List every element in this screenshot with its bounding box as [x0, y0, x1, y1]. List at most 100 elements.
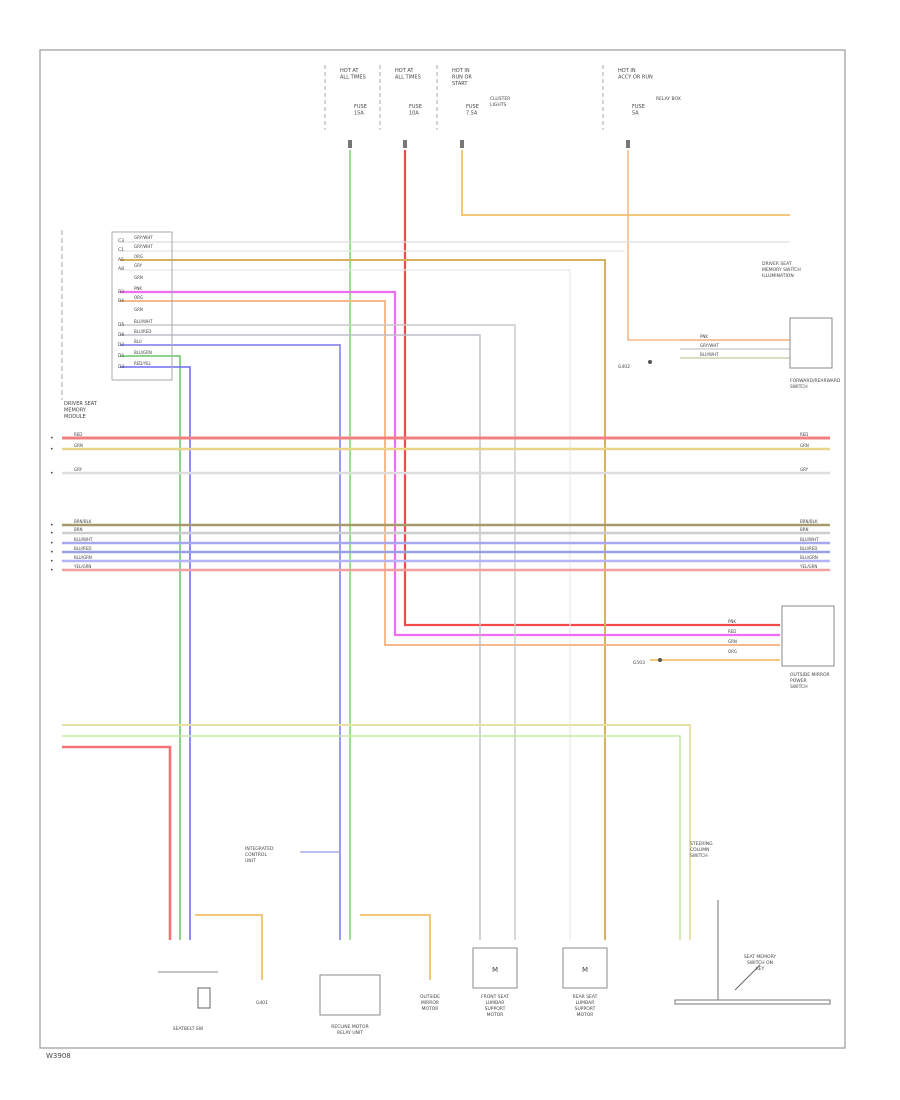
comp-mirror-switch-label: SWITCH — [790, 684, 808, 690]
bus-label-right: GRY — [800, 467, 809, 472]
comp-mirror-switch-label: POWER — [790, 678, 807, 684]
wire-blu-red — [120, 334, 481, 940]
module-pin-B3: B3 — [118, 289, 124, 295]
bus-label-right: BLU/RED — [800, 546, 817, 551]
wire-gry-blk — [62, 735, 681, 940]
bus-label-right: YEL/GRN — [799, 564, 817, 569]
module-wire-color: BLU/WHT — [134, 319, 153, 324]
bus-terminal-left: • — [50, 522, 54, 529]
module-wire-color: GRY/WHT — [134, 244, 153, 249]
source-label-hot4: HOT IN — [618, 68, 636, 74]
bus-label-right: BLU/WHT — [800, 537, 819, 542]
module-wire-color: GRY — [134, 263, 143, 268]
comp-lumbar2-label: SUPPORT — [575, 1006, 596, 1012]
module-pin-D6: D6 — [118, 332, 124, 338]
ground-symbol — [658, 658, 662, 662]
source-note-hot3: LIGHTS — [490, 102, 506, 108]
source-note-hot3: CLUSTER — [490, 96, 510, 102]
source-label-hot1: HOT AT — [340, 68, 359, 74]
comp-mirror-motor-label: OUTSIDE — [420, 994, 440, 1000]
comp-lumbar2-label: REAR SEAT — [573, 994, 598, 1000]
fuse-label-hot2: 10A — [409, 111, 419, 117]
module-pin-B4: B4 — [118, 298, 124, 304]
module-pin-D5: D5 — [118, 322, 124, 328]
source-label-hot3: RUN OR — [452, 75, 472, 81]
module-pin-A8: A8 — [118, 266, 124, 272]
fuse-label-hot3: FUSE — [466, 104, 479, 110]
ground-label: G503 — [633, 660, 645, 666]
comp-fwd-switch-label: FORWARD/REARWARD — [790, 378, 841, 384]
comp-lumbar2-label: MOTOR — [577, 1012, 594, 1018]
comp-fwd-switch-box — [789, 317, 833, 369]
ground-symbol — [648, 360, 652, 364]
wire-layer — [62, 150, 830, 1000]
bus-terminal-left: • — [50, 567, 54, 574]
fuse-label-hot1: 15A — [354, 111, 364, 117]
module-wire-color: PNK — [134, 286, 142, 291]
comp-mirror-switch-wire-label: ORG — [728, 649, 737, 654]
comp-mirror-motor-label: MOTOR — [422, 1006, 439, 1012]
module-wire-color: GRN — [134, 307, 143, 312]
bus-terminal-left: • — [50, 558, 54, 565]
wire-red-feed — [403, 150, 780, 627]
module-wire-color: BLU — [134, 339, 142, 344]
comp-illum-label: DRIVER SEAT — [762, 261, 792, 267]
fuse-label-hot3: 7.5A — [466, 111, 478, 117]
module-wire-color: GRN — [134, 275, 143, 280]
bus-label-right: BRN/BLK — [800, 519, 818, 524]
fuse-icon — [460, 140, 464, 148]
module-wire-color: BLU/RED — [134, 329, 151, 334]
fuse-label-hot4: 5A — [632, 111, 639, 117]
source-label-hot1: ALL TIMES — [340, 75, 366, 81]
module-connector — [111, 231, 173, 381]
comp-fwd-switch-wire-label: BLU/WHT — [700, 352, 719, 357]
source-label-hot3: START — [452, 81, 468, 87]
bus-label-right: BLU/GRN — [800, 555, 818, 560]
comp-seatbelt-label: SEATBELT SW — [173, 1026, 204, 1032]
bus-label-left: YEL/GRN — [73, 564, 91, 569]
fuse-icon — [403, 140, 407, 148]
bus-label-right: RED — [800, 432, 808, 437]
comp-mirror-switch-label: OUTSIDE MIRROR — [790, 672, 830, 678]
comp-lumbar1-label: SUPPORT — [485, 1006, 506, 1012]
bus-label-right: GRN — [800, 443, 809, 448]
module-label: DRIVER SEAT — [64, 401, 98, 407]
comp-mirror-switch-wire-label: RED — [728, 629, 736, 634]
integrated-control-label: INTEGRATED — [245, 846, 274, 852]
bus-label-left: GRY — [74, 467, 83, 472]
module-pin-A5: A5 — [118, 257, 124, 263]
bus-label-left: GRN — [74, 443, 83, 448]
ground-label: G402 — [618, 364, 630, 370]
module-label: MODULE — [64, 414, 86, 420]
wire-pnk — [120, 290, 780, 637]
bus-label-left: RED — [74, 432, 82, 437]
wire-blu — [120, 344, 341, 940]
wire-seatbelt-loop — [195, 914, 263, 980]
fuse-label-hot4: FUSE — [632, 104, 645, 110]
comp-recline-label: RECLINE MOTOR — [331, 1024, 368, 1030]
comp-steering-label: SWITCH — [690, 853, 708, 859]
comp-lumbar1-label: MOTOR — [487, 1012, 504, 1018]
comp-fwd-switch-wire-label: GRY/WHT — [700, 343, 719, 348]
module-wire-color: ORG — [134, 254, 143, 259]
comp-recline-box — [319, 974, 381, 1016]
comp-park_switch-label: SEAT MEMORY — [744, 954, 777, 960]
comp-seatbelt-body — [197, 987, 211, 1009]
source-label-hot2: HOT AT — [395, 68, 414, 74]
comp-lumbar1-label: LUMBAR — [486, 1000, 505, 1006]
wire-blu-grn — [120, 355, 181, 940]
comp-lumbar2-box — [562, 947, 608, 989]
comp-fwd-switch-label: SWITCH — [790, 384, 808, 390]
wire-orn-hot3 — [461, 150, 790, 216]
diagram-frame — [39, 49, 846, 1049]
comp-lumbar1-box — [472, 947, 518, 989]
bus-label-right: BRN — [800, 527, 809, 532]
comp-recline-label: RELAY UNIT — [337, 1030, 363, 1036]
wire-red-yel — [120, 366, 191, 940]
wire-mirror-loop — [360, 914, 431, 980]
comp-mirror-switch-box — [781, 605, 835, 667]
bus-terminal-left: • — [50, 540, 54, 547]
comp-mirror-switch-wire-label: GRN — [728, 639, 737, 644]
bus-terminal-left: • — [50, 549, 54, 556]
